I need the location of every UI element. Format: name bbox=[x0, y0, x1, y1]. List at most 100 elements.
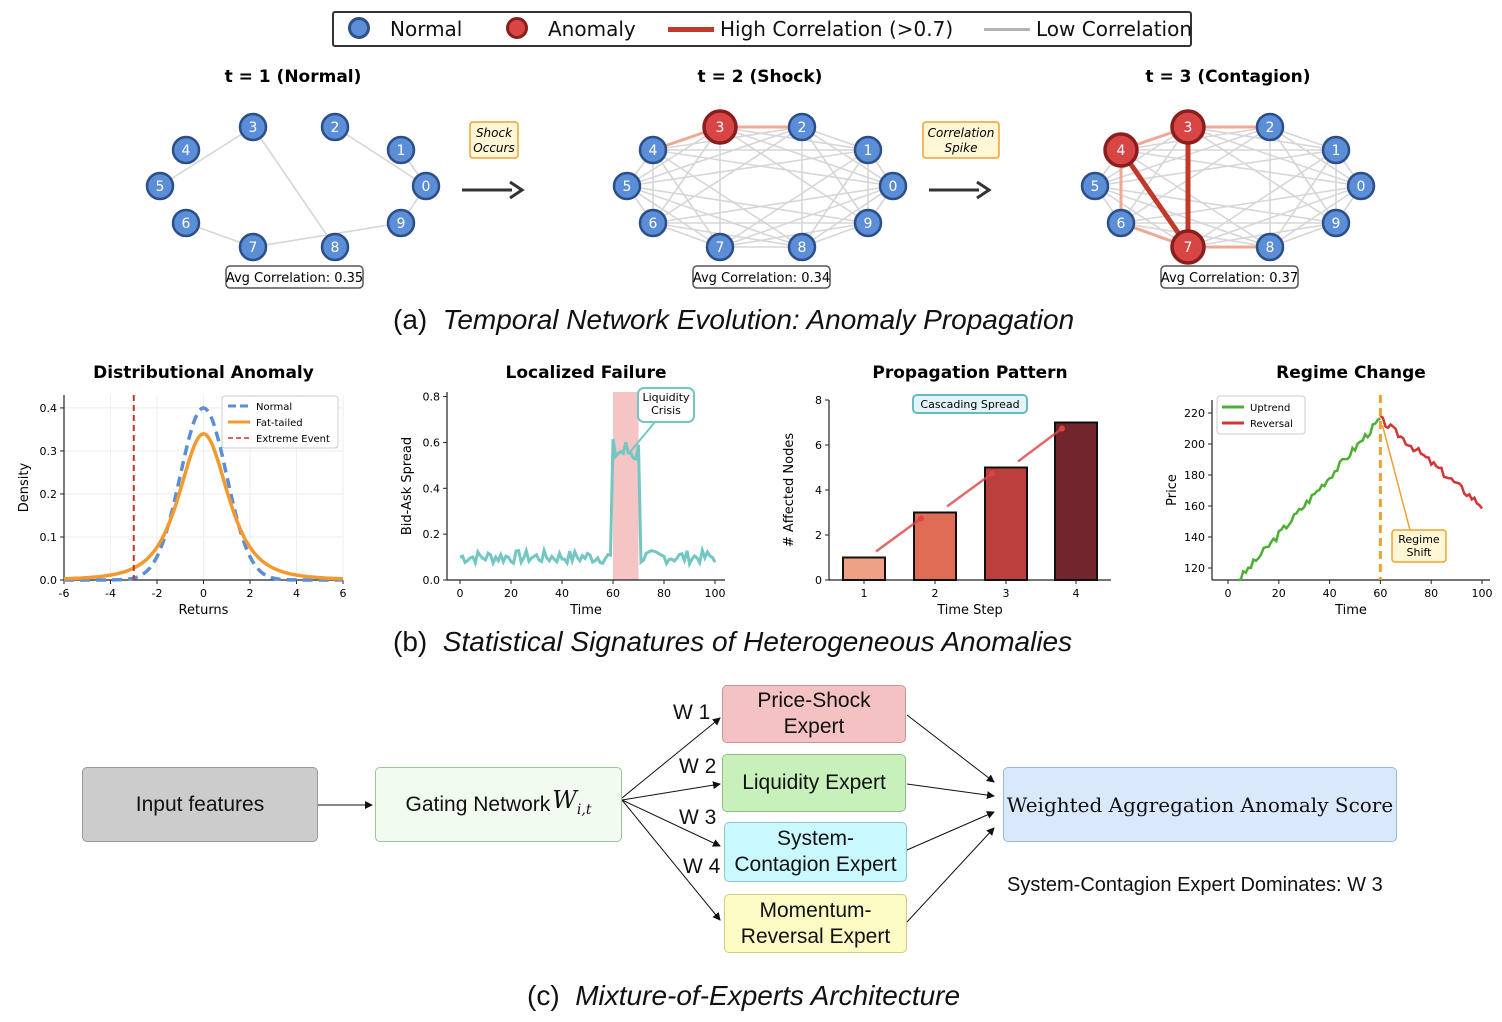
y-tick-label: 0.6 bbox=[423, 436, 441, 449]
normal-node bbox=[1106, 208, 1136, 238]
annotation-pointer bbox=[629, 421, 656, 453]
arrow-head-icon bbox=[918, 515, 924, 522]
y-tick-label: 0.0 bbox=[423, 574, 441, 587]
annotation-line2: Crisis bbox=[651, 404, 681, 417]
edge-low bbox=[1120, 149, 1271, 248]
legend-label: Normal bbox=[256, 402, 292, 413]
node-label: 7 bbox=[249, 240, 258, 256]
weight-label-w2: W 2 bbox=[679, 755, 717, 778]
legend-low-swatch bbox=[984, 28, 1030, 31]
x-tick-label: 60 bbox=[1373, 587, 1387, 600]
x-tick-label: 60 bbox=[606, 587, 620, 600]
avg-correlation-label: Avg Correlation: 0.35 bbox=[226, 271, 363, 286]
node-label: 7 bbox=[716, 240, 725, 256]
annotation-line1: Regime bbox=[1398, 533, 1440, 546]
node-label: 1 bbox=[1332, 143, 1341, 159]
edge-low bbox=[626, 185, 721, 248]
gating-network-box: Gating Network Wi,t bbox=[375, 767, 622, 842]
arrow-head-icon bbox=[1059, 425, 1065, 432]
growth-arrow bbox=[946, 472, 993, 508]
x-tick-label: 2 bbox=[932, 587, 939, 600]
annotation-pointer bbox=[1381, 424, 1411, 531]
x-axis-label: Time bbox=[1334, 603, 1367, 618]
series-normal-line bbox=[64, 406, 343, 582]
normal-node bbox=[320, 232, 350, 262]
y-tick-label: 0 bbox=[815, 574, 822, 587]
edge-low bbox=[1094, 185, 1189, 248]
edge-low bbox=[1187, 126, 1337, 224]
network-title: t = 2 (Shock) bbox=[698, 67, 823, 87]
edge-low bbox=[719, 126, 894, 187]
edge-low bbox=[1269, 126, 1337, 224]
edge-low bbox=[1269, 126, 1362, 187]
arrow-head-icon bbox=[976, 180, 992, 200]
node-label: 6 bbox=[649, 216, 658, 232]
input-features-label: Input features bbox=[135, 792, 265, 816]
y-tick-label: 2 bbox=[815, 529, 822, 542]
normal-node bbox=[638, 135, 668, 165]
annotation-line1: Liquidity bbox=[642, 391, 690, 404]
edge-low bbox=[801, 185, 894, 248]
gating-subscript: i,t bbox=[576, 801, 592, 818]
edge-low bbox=[801, 126, 869, 224]
x-tick-label: -6 bbox=[59, 587, 70, 600]
node-label: 2 bbox=[331, 120, 340, 136]
y-axis-label: # Affected Nodes bbox=[782, 433, 797, 547]
edge-low bbox=[1120, 185, 1362, 224]
y-tick-label: 200 bbox=[1184, 438, 1205, 451]
edge-low bbox=[801, 149, 869, 248]
node-label: 0 bbox=[1357, 179, 1366, 195]
bar bbox=[1054, 421, 1098, 581]
legend-label: Uptrend bbox=[1250, 403, 1290, 414]
node-label: 8 bbox=[331, 240, 340, 256]
expert-box-momentum-reversal: Momentum- Reversal Expert bbox=[724, 894, 907, 953]
y-tick-label: 0.0 bbox=[40, 574, 58, 587]
edge-low bbox=[1094, 185, 1337, 224]
node-label: 6 bbox=[1117, 216, 1126, 232]
arrow-head-icon bbox=[989, 470, 995, 477]
chart-title: Regime Change bbox=[1276, 363, 1426, 383]
edge-low bbox=[1094, 149, 1337, 187]
y-tick-label: 0.4 bbox=[40, 402, 58, 415]
node-label: 9 bbox=[1332, 216, 1341, 232]
growth-arrow bbox=[875, 517, 922, 553]
edge-low bbox=[626, 185, 803, 248]
node-label: 3 bbox=[249, 120, 258, 136]
series-fat-tailed-line bbox=[63, 431, 344, 581]
x-tick-label: 80 bbox=[1424, 587, 1438, 600]
avg-correlation-box bbox=[225, 265, 364, 289]
edge-low bbox=[719, 149, 869, 248]
transition-note-line1: Shock bbox=[476, 126, 513, 140]
normal-node bbox=[1346, 171, 1376, 201]
legend-normal-marker bbox=[348, 17, 370, 39]
node-label: 3 bbox=[1184, 120, 1193, 136]
x-tick-label: 6 bbox=[340, 587, 347, 600]
normal-node bbox=[171, 208, 201, 238]
x-tick-label: 4 bbox=[293, 587, 300, 600]
node-label: 0 bbox=[889, 179, 898, 195]
edge-low bbox=[252, 222, 402, 248]
x-axis-label: Time Step bbox=[936, 603, 1003, 618]
node-label: 0 bbox=[422, 179, 431, 195]
x-tick-label: 2 bbox=[247, 587, 254, 600]
x-tick-label: -4 bbox=[105, 587, 116, 600]
transition-note-box bbox=[469, 121, 519, 159]
edge-low bbox=[1187, 126, 1362, 187]
edge-low bbox=[1120, 126, 1189, 224]
y-tick-label: 160 bbox=[1184, 500, 1205, 513]
caption-b: (b) Statistical Signatures of Heterogene… bbox=[393, 626, 1073, 657]
aggregation-box: Weighted Aggregation Anomaly Score bbox=[1003, 767, 1397, 842]
normal-node bbox=[705, 232, 735, 262]
edge-low bbox=[1269, 149, 1337, 248]
node-label: 3 bbox=[716, 120, 725, 136]
y-tick-label: 180 bbox=[1184, 469, 1205, 482]
legend-normal-label: Normal bbox=[390, 17, 463, 41]
avg-correlation-label: Avg Correlation: 0.34 bbox=[693, 271, 830, 286]
edge-low bbox=[652, 149, 803, 248]
x-tick-label: 40 bbox=[1323, 587, 1337, 600]
growth-arrow bbox=[1017, 427, 1063, 463]
